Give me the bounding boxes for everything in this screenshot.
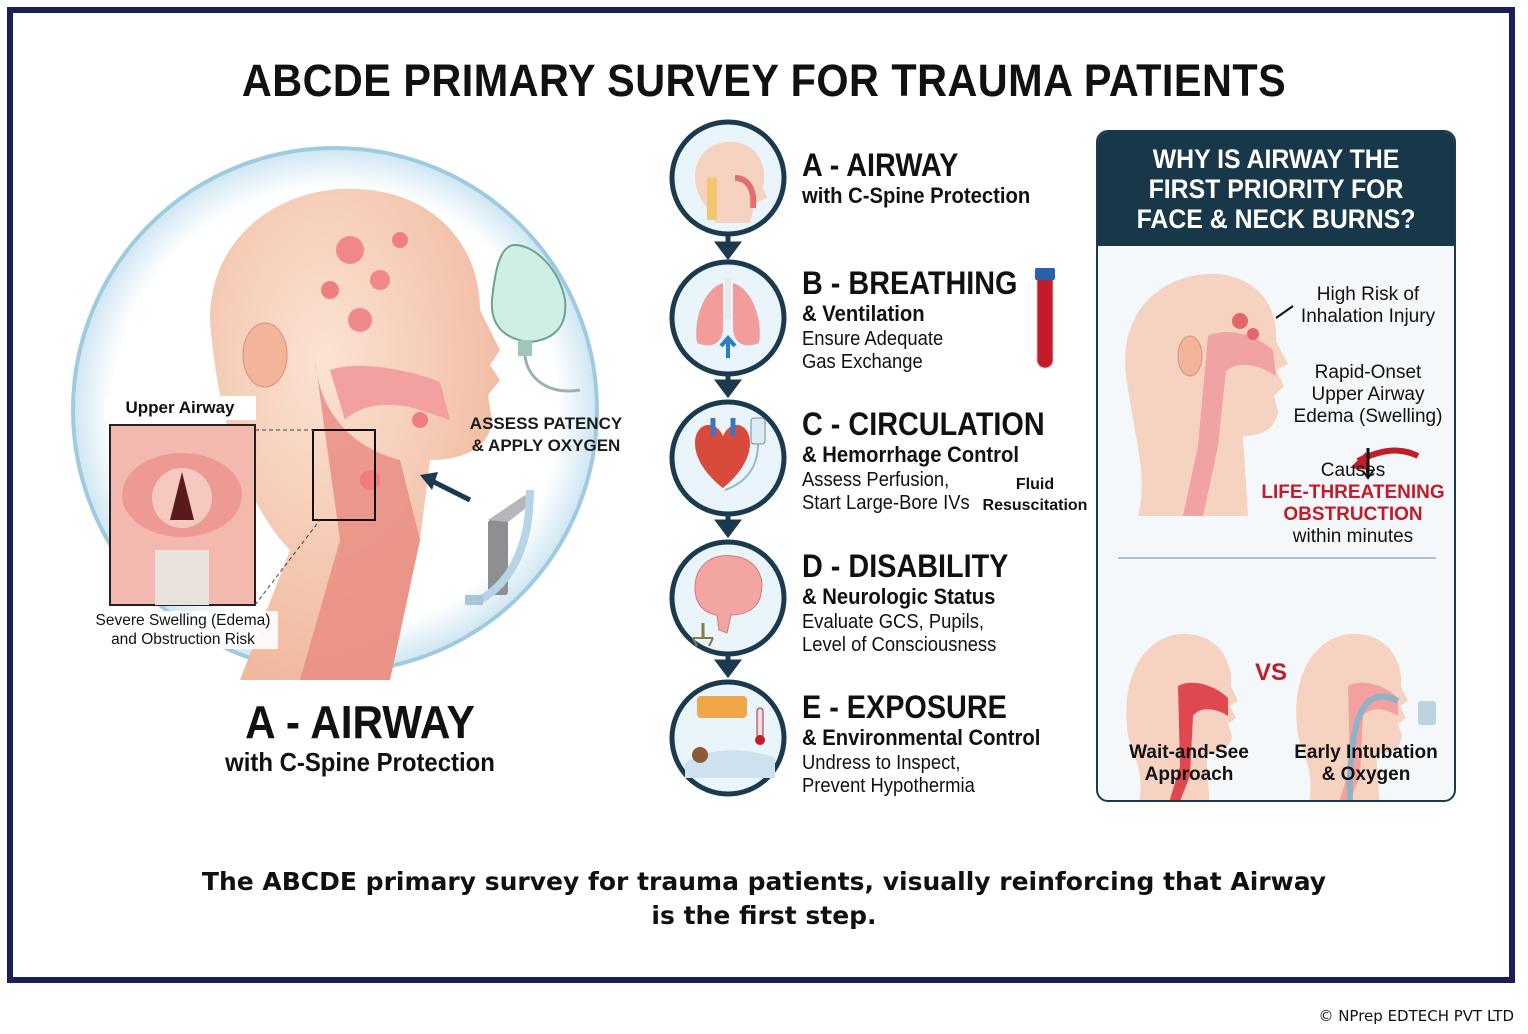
- step-c-desc-1: Assess Perfusion,: [802, 469, 950, 491]
- larynx-inset: [109, 424, 321, 606]
- step-d-icon: [669, 539, 787, 657]
- early-intubation-label: Early Intubation & Oxygen: [1278, 742, 1454, 786]
- pointer-arrow-icon: [428, 477, 472, 503]
- wait-and-see-label: Wait-and-See Approach: [1104, 742, 1274, 786]
- threat-line-1: LIFE-THREATENING: [1261, 482, 1445, 503]
- step-e-icon: [669, 679, 787, 797]
- vs-label: VS: [1254, 659, 1287, 686]
- swelling-label: Severe Swelling (Edema) and Obstruction …: [88, 611, 278, 649]
- step-b-icon: [669, 259, 787, 377]
- step-d: D - DISABILITY & Neurologic Status Evalu…: [802, 549, 1031, 657]
- airway-priority-panel: WHY IS AIRWAY THE FIRST PRIORITY FOR FAC…: [1096, 130, 1456, 802]
- step-b-desc-1: Ensure Adequate: [802, 328, 944, 350]
- step-e: E - EXPOSURE & Environmental Control Und…: [802, 690, 1061, 798]
- step-c-title: C - CIRCULATION: [802, 406, 1045, 442]
- upper-airway-label: Upper Airway: [104, 396, 256, 420]
- oxygen-mask-icon: [490, 243, 581, 393]
- panel-title-line-1: WHY IS AIRWAY THE: [1152, 144, 1400, 174]
- airway-illustration: [71, 146, 599, 681]
- assess-label-line-1: ASSESS PATENCY: [469, 414, 623, 433]
- wait-line-2: Approach: [1144, 764, 1234, 785]
- early-intubation-head-icon: [1296, 633, 1436, 800]
- step-e-desc-2: Prevent Hypothermia: [802, 775, 975, 797]
- within-minutes-line: within minutes: [1292, 526, 1414, 547]
- copyright-text: © NPrep EDTECH PVT LTD: [1318, 1007, 1514, 1025]
- step-b-sub: & Ventilation: [802, 301, 925, 326]
- endotracheal-tube-icon: [465, 489, 534, 605]
- step-e-title: E - EXPOSURE: [802, 689, 1007, 725]
- wait-line-1: Wait-and-See: [1129, 742, 1249, 763]
- step-a-sub: with C-Spine Protection: [802, 183, 1031, 208]
- step-a: A - AIRWAY with C-Spine Protection: [802, 148, 1050, 210]
- edema-text: Rapid-Onset Upper Airway Edema (Swelling…: [1283, 362, 1453, 428]
- step-b-title: B - BREATHING: [802, 265, 1018, 301]
- edema-line-2: Upper Airway: [1311, 384, 1425, 405]
- step-b: B - BREATHING & Ventilation Ensure Adequ…: [802, 266, 1041, 374]
- caption-line-1: The ABCDE primary survey for trauma pati…: [201, 867, 1327, 896]
- step-a-icon: [669, 119, 787, 237]
- risk-text: High Risk of Inhalation Injury: [1283, 284, 1453, 328]
- step-b-desc-2: Gas Exchange: [802, 351, 923, 373]
- step-c-sub: & Hemorrhage Control: [802, 442, 1020, 467]
- risk-line-1: High Risk of: [1316, 284, 1420, 305]
- panel-title-line-2: FIRST PRIORITY FOR: [1148, 174, 1404, 204]
- panel-header: WHY IS AIRWAY THE FIRST PRIORITY FOR FAC…: [1098, 132, 1454, 246]
- inhalation-head-icon: [1125, 273, 1420, 516]
- step-c: C - CIRCULATION & Hemorrhage Control Ass…: [802, 407, 1072, 515]
- panel-title: WHY IS AIRWAY THE FIRST PRIORITY FOR FAC…: [1112, 144, 1440, 234]
- obstruction-text: Causes LIFE-THREATENING OBSTRUCTION with…: [1258, 460, 1448, 548]
- risk-line-2: Inhalation Injury: [1300, 306, 1436, 327]
- panel-illustrations: [1118, 273, 1436, 800]
- early-line-1: Early Intubation: [1294, 742, 1438, 763]
- early-line-2: & Oxygen: [1321, 764, 1411, 785]
- swelling-label-line-1: Severe Swelling (Edema): [95, 612, 271, 629]
- step-c-icon: [669, 399, 787, 517]
- threat-line-2: OBSTRUCTION: [1283, 504, 1423, 525]
- left-subheading: with C-Spine Protection: [225, 747, 495, 777]
- assess-label: ASSESS PATENCY & APPLY OXYGEN: [466, 413, 626, 457]
- swelling-label-line-2: and Obstruction Risk: [111, 631, 255, 648]
- step-e-sub: & Environmental Control: [802, 725, 1041, 750]
- step-d-sub: & Neurologic Status: [802, 584, 996, 609]
- fluid-label-line-1: Fluid: [1015, 476, 1055, 493]
- fluid-resuscitation-label: Fluid Resuscitation: [976, 474, 1094, 516]
- burned-head-icon: [210, 188, 500, 681]
- steps-flow: [669, 119, 1055, 797]
- wait-and-see-head-icon: [1126, 633, 1238, 800]
- assess-label-line-2: & APPLY OXYGEN: [471, 436, 621, 455]
- left-heading: A - AIRWAY: [245, 696, 475, 748]
- fluid-label-line-2: Resuscitation: [982, 497, 1088, 514]
- edema-line-3: Edema (Swelling): [1293, 406, 1443, 427]
- step-d-title: D - DISABILITY: [802, 548, 1009, 584]
- step-c-desc-2: Start Large-Bore IVs: [802, 492, 970, 514]
- step-a-title: A - AIRWAY: [802, 147, 959, 183]
- panel-title-line-3: FACE & NECK BURNS?: [1136, 204, 1416, 234]
- edema-line-1: Rapid-Onset: [1314, 362, 1422, 383]
- caption-line-2: is the first step.: [651, 901, 877, 930]
- step-d-desc-2: Level of Consciousness: [802, 634, 997, 656]
- causes-line: Causes: [1320, 460, 1386, 481]
- step-e-desc-1: Undress to Inspect,: [802, 752, 961, 774]
- step-d-desc-1: Evaluate GCS, Pupils,: [802, 611, 985, 633]
- caption: The ABCDE primary survey for trauma pati…: [120, 865, 1408, 933]
- blood-tube-icon: [1035, 268, 1055, 369]
- page-title: ABCDE PRIMARY SURVEY FOR TRAUMA PATIENTS: [241, 55, 1287, 106]
